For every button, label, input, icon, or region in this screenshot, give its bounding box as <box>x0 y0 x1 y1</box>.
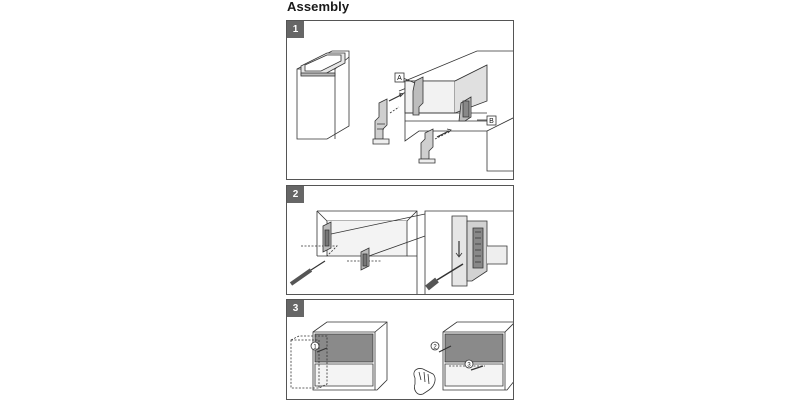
callout-3-label: 3 <box>467 363 471 369</box>
step-2-panel: 2 <box>286 185 514 295</box>
callout-b-label: B <box>489 118 494 125</box>
callout-a-label: A <box>397 75 402 82</box>
step-3-number: 3 <box>287 300 304 317</box>
callout-2-label: 2 <box>433 345 437 351</box>
step-2-number: 2 <box>287 186 304 203</box>
callout-1-label: 1 <box>313 345 317 351</box>
step-3-illustration: 1 2 3 <box>290 321 513 395</box>
step-1-panel: 1 <box>286 20 514 180</box>
section-heading: Assembly <box>287 0 350 14</box>
step-3-panel: 3 <box>286 299 514 400</box>
step-2-illustration <box>289 210 513 294</box>
step-1-illustration: A B <box>296 50 513 172</box>
step-1-number: 1 <box>287 21 304 38</box>
